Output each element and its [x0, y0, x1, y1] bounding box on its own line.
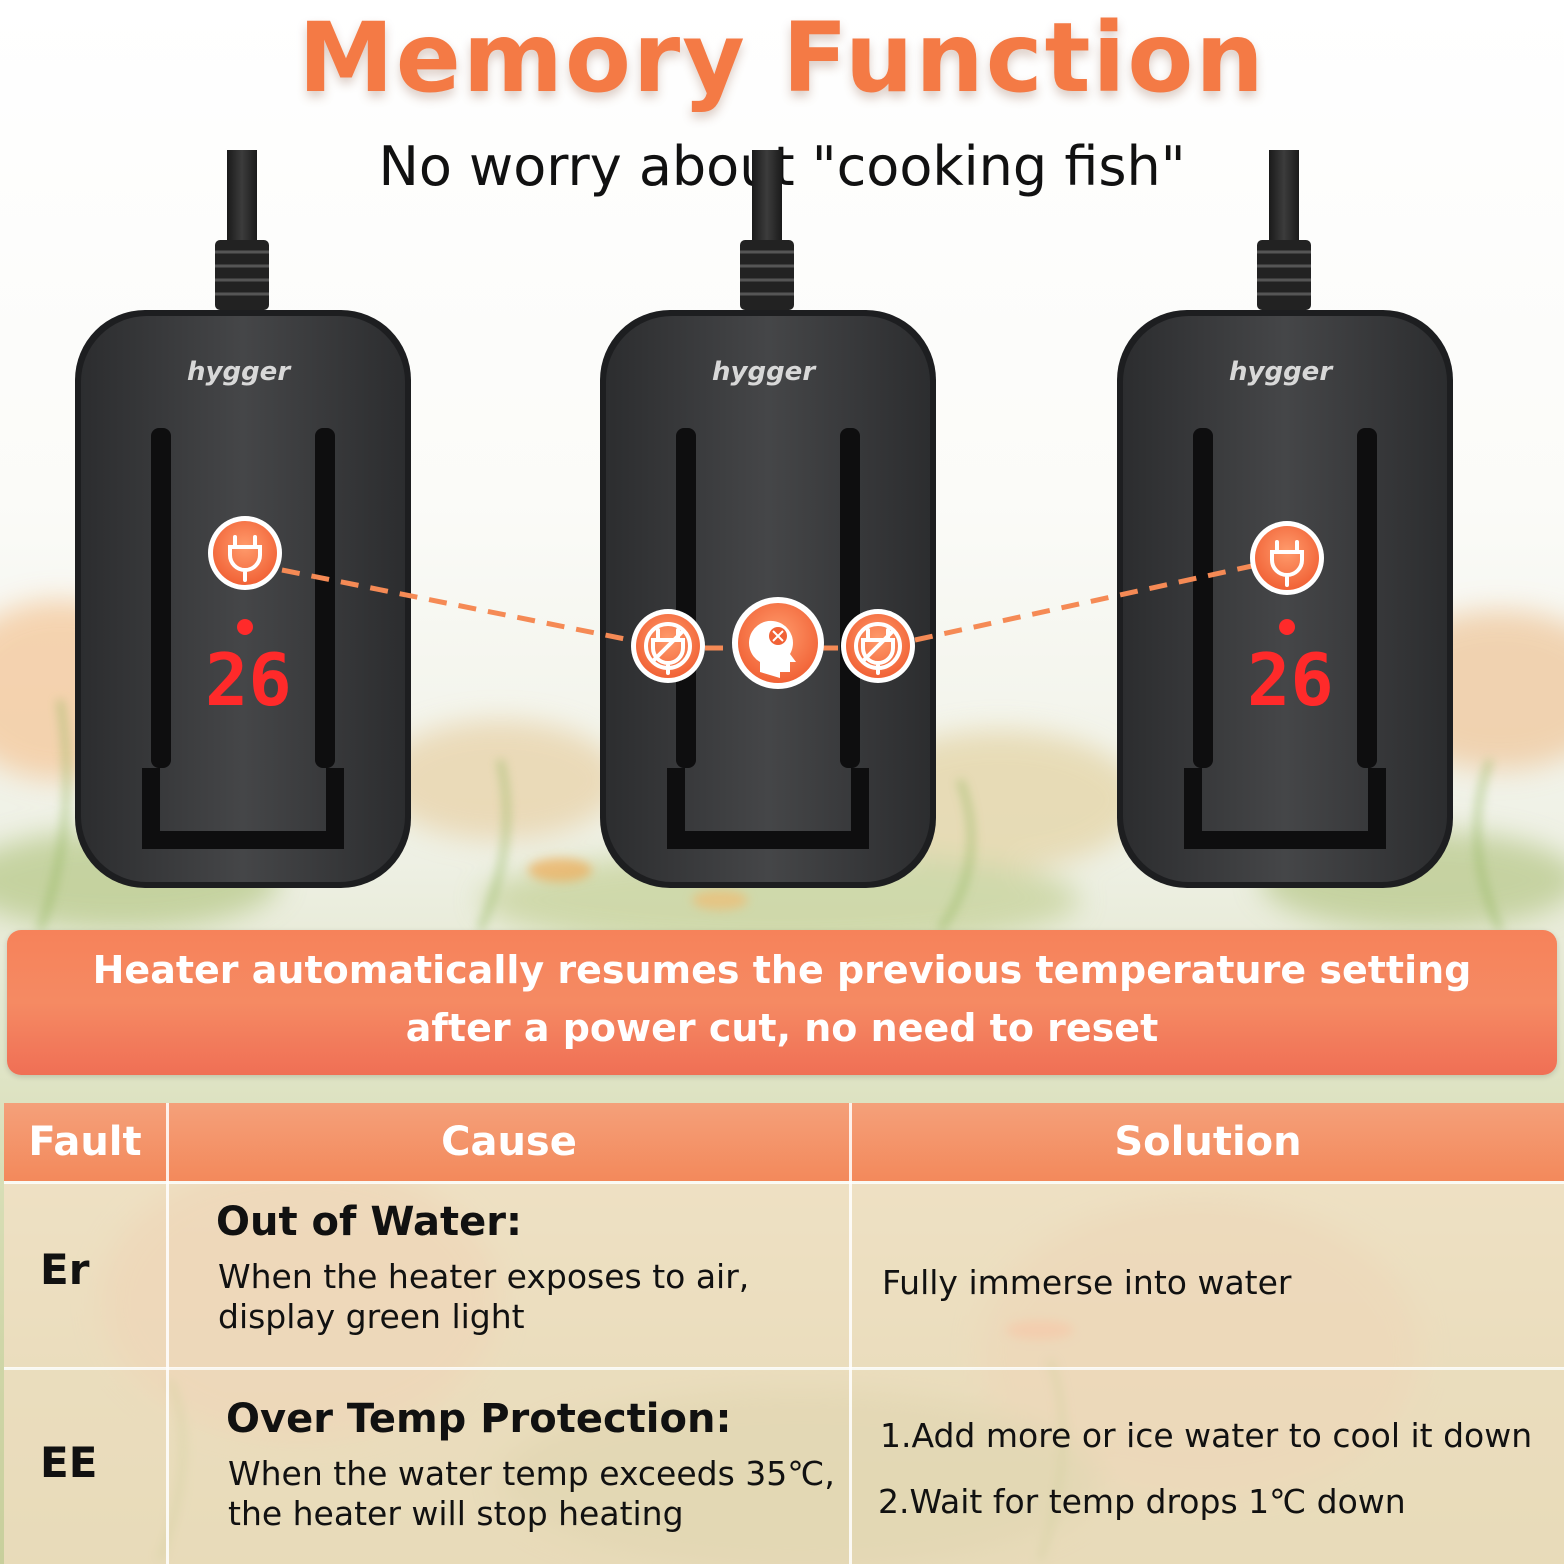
status-led [237, 619, 253, 635]
brand-logo: hygger [187, 357, 292, 387]
heater-right: hygger 26 [1117, 150, 1453, 888]
header-fault: Fault [28, 1119, 142, 1165]
cause-description: When the heater exposes to air, [218, 1257, 750, 1296]
solution-step-2: 2.Wait for temp drops 1℃ down [878, 1482, 1406, 1521]
memory-connector-line [281, 563, 1253, 651]
temperature-display: 26 [1247, 638, 1334, 722]
fault-code: EE [40, 1438, 98, 1487]
no-power-icon [841, 609, 915, 683]
table-divider [849, 1103, 852, 1564]
table-row: EE Over Temp Protection: When the water … [4, 1370, 1564, 1564]
cause-description: display green light [218, 1297, 525, 1336]
cause-description: the heater will stop heating [228, 1494, 684, 1533]
heater-middle: hygger [600, 150, 936, 888]
table-divider [4, 1367, 1564, 1370]
table-header: Fault Cause Solution [4, 1103, 1564, 1181]
table-row: Er Out of Water: When the heater exposes… [4, 1183, 1564, 1368]
heater-left: hygger 26 [75, 150, 411, 888]
power-plug-icon [208, 516, 282, 590]
status-led [1279, 619, 1295, 635]
cause-description: When the water temp exceeds 35℃, [228, 1454, 835, 1493]
table-divider [166, 1103, 169, 1564]
header-solution: Solution [1114, 1119, 1302, 1165]
temperature-display: 26 [205, 638, 292, 722]
power-plug-icon [1250, 521, 1324, 595]
brand-logo: hygger [1229, 357, 1334, 387]
solution-step-1: 1.Add more or ice water to cool it down [880, 1416, 1533, 1455]
header-cause: Cause [441, 1119, 577, 1165]
table-divider [4, 1181, 1564, 1184]
feature-banner: Heater automatically resumes the previou… [7, 930, 1557, 1075]
cause-title: Over Temp Protection: [226, 1396, 732, 1442]
heater-illustration: hygger 26 hygger hygger 26 [75, 150, 1453, 888]
cause-title: Out of Water: [216, 1199, 522, 1245]
no-power-icon [631, 609, 705, 683]
banner-line-1: Heater automatically resumes the previou… [92, 948, 1472, 992]
fault-table: Fault Cause Solution Er Out of Water: Wh… [4, 1103, 1564, 1564]
fault-code: Er [40, 1245, 90, 1294]
memory-head-icon [732, 597, 824, 689]
solution-text: Fully immerse into water [882, 1263, 1292, 1302]
page-title: Memory Function [298, 2, 1266, 114]
banner-line-2: after a power cut, no need to reset [405, 1006, 1159, 1050]
brand-logo: hygger [712, 357, 817, 387]
